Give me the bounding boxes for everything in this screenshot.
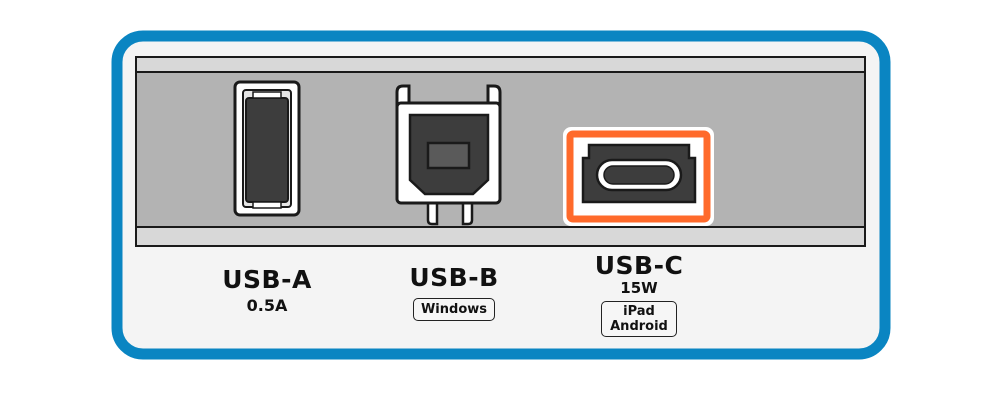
usb-c-device-badge: iPad Android [601,301,677,337]
usb-a-spec: 0.5A [246,296,288,315]
usb-c-name: USB-C [594,251,684,280]
usb-c-spec: 15W [620,279,658,297]
usb-c-badge-line1: iPad [623,304,655,319]
usb-b-os-badge: Windows [412,298,496,321]
usb-a-label-group: USB-A 0.5A [217,266,317,316]
usb-a-port-icon [233,80,301,217]
usb-b-port-icon [395,84,502,226]
usb-b-label-group: USB-B Windows [404,264,504,321]
usb-a-name: USB-A [222,265,312,294]
usb-c-label-group: USB-C 15W iPad Android [589,252,689,337]
usb-c-badge-line2: Android [610,319,668,334]
usb-c-port-icon [563,127,714,226]
usb-b-name: USB-B [409,263,499,292]
